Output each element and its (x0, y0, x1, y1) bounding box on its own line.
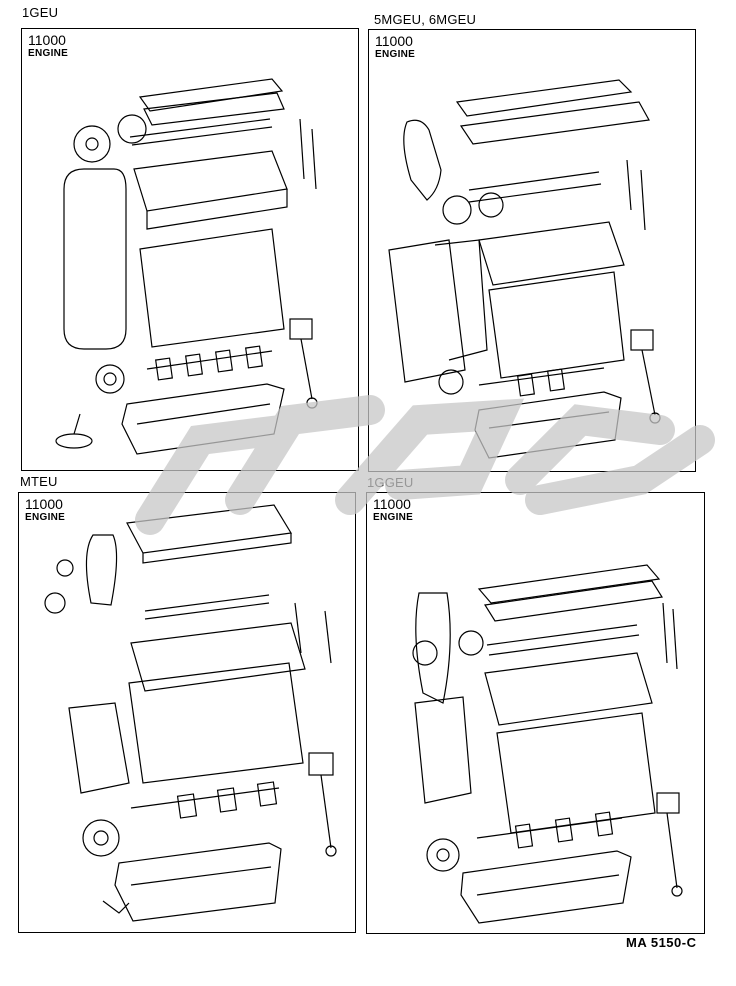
engine-panel-mteu: 11000 ENGINE (18, 492, 356, 933)
engine-exploded-view-icon (388, 79, 661, 459)
engine-panel-1ggeu: 11000 ENGINE (366, 492, 705, 934)
part-number: 11000 (25, 496, 63, 512)
panel-caption-mteu: MTEU (20, 474, 58, 489)
part-number: 11000 (375, 33, 413, 49)
part-name: ENGINE (373, 512, 414, 523)
panel-caption-1ggeu: 1GGEU (367, 475, 414, 490)
part-name: ENGINE (375, 49, 416, 60)
engine-exploded-view-icon (412, 564, 683, 924)
part-number: 11000 (28, 32, 66, 48)
engine-exploded-view-icon (44, 504, 337, 922)
part-name: ENGINE (25, 512, 66, 523)
engine-panel-1geu: 11000 ENGINE (21, 28, 359, 471)
engine-panel-5mgeu-6mgeu: 11000 ENGINE (368, 29, 696, 472)
engine-exploded-view-icon (55, 78, 318, 455)
panel-caption-1geu: 1GEU (22, 5, 59, 20)
panel-caption-5mgeu-6mgeu: 5MGEU, 6MGEU (374, 12, 477, 27)
part-name: ENGINE (28, 48, 69, 59)
figure-reference: MA 5150-C (626, 935, 697, 950)
